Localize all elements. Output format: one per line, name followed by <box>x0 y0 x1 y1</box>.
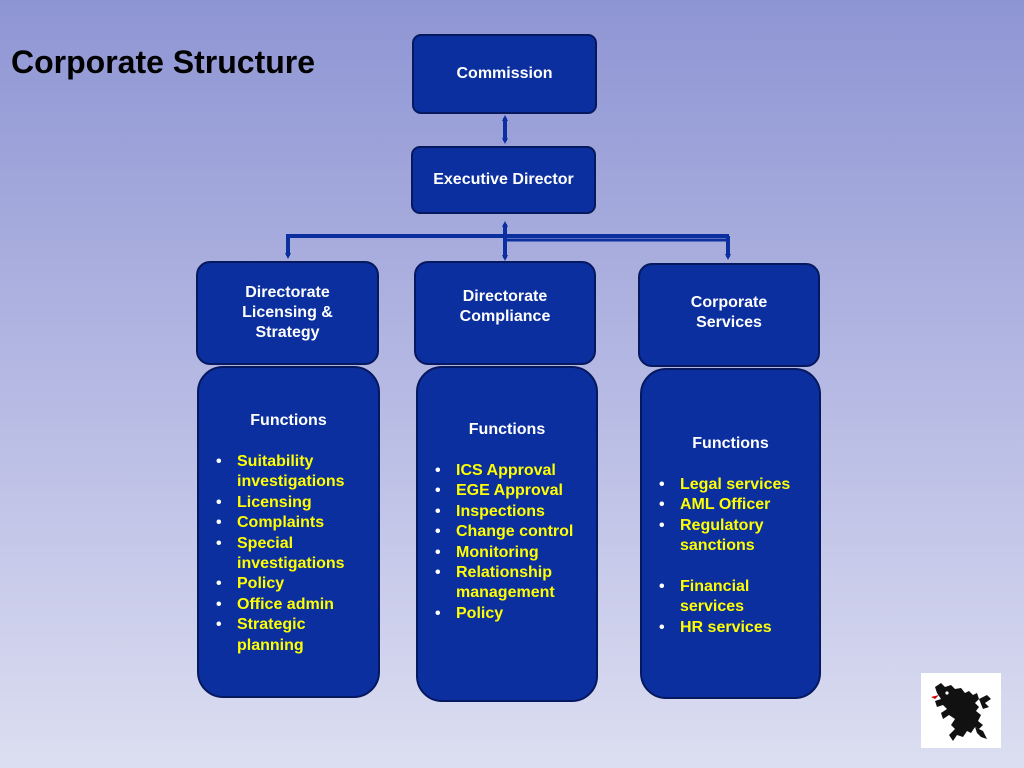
list-item: Policy <box>199 574 378 595</box>
functions-list-corporate: Legal services AML Officer Regulatory sa… <box>642 475 819 639</box>
functions-heading: Functions <box>250 412 327 429</box>
directorate-compliance-label: Directorate Compliance <box>459 288 551 325</box>
directorate-licensing-label: Directorate Licensing & Strategy <box>242 284 333 341</box>
list-item: Monitoring <box>418 543 596 564</box>
functions-heading: Functions <box>468 421 546 438</box>
functions-list-licensing: Suitability investigations Licensing Com… <box>199 452 378 656</box>
functions-heading: Functions <box>692 435 769 452</box>
list-item: Strategic planning <box>199 615 378 656</box>
directorate-compliance-box: Directorate Compliance <box>414 261 596 365</box>
corporate-services-label: Corporate Services <box>690 294 768 331</box>
commission-label: Commission <box>456 65 553 82</box>
list-item: ICS Approval <box>418 461 596 482</box>
list-item: Inspections <box>418 502 596 523</box>
corporate-services-box: Corporate Services <box>638 263 820 367</box>
functions-licensing-box: Functions Suitability investigations Lic… <box>197 366 380 698</box>
functions-list-compliance: ICS Approval EGE Approval Inspections Ch… <box>418 461 596 625</box>
list-item: Special investigations <box>199 534 378 575</box>
list-item: Complaints <box>199 513 378 534</box>
executive-director-label: Executive Director <box>433 171 574 188</box>
executive-director-box: Executive Director <box>411 146 596 214</box>
list-item: HR services <box>642 618 819 639</box>
list-item: Regulatory sanctions <box>642 516 819 557</box>
commission-box: Commission <box>412 34 597 114</box>
list-item: Office admin <box>199 595 378 616</box>
list-item: Legal services <box>642 475 819 496</box>
functions-compliance-box: Functions ICS Approval EGE Approval Insp… <box>416 366 598 702</box>
list-item: Suitability investigations <box>199 452 378 493</box>
list-item: EGE Approval <box>418 481 596 502</box>
list-item: Relationship management <box>418 563 596 604</box>
page-title: Corporate Structure <box>11 44 316 80</box>
functions-corporate-box: Functions Legal services AML Officer Reg… <box>640 368 821 699</box>
lion-crest-icon <box>921 673 1001 748</box>
directorate-licensing-box: Directorate Licensing & Strategy <box>196 261 379 365</box>
list-item: Policy <box>418 604 596 625</box>
list-item: Change control <box>418 522 596 543</box>
list-item: Financial services <box>642 577 819 618</box>
list-item: Licensing <box>199 493 378 514</box>
list-item: AML Officer <box>642 495 819 516</box>
